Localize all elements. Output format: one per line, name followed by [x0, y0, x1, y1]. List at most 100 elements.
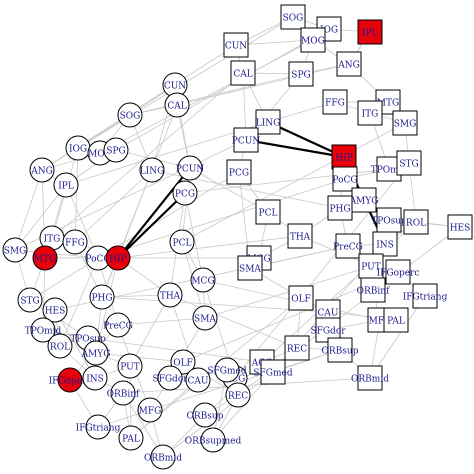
node-label: ORBsup	[322, 347, 359, 357]
node-label: IFGtriang	[403, 293, 448, 303]
node-label: ORBsupmed	[185, 437, 242, 447]
node-label: MOG	[301, 37, 325, 47]
node-shape	[117, 102, 143, 128]
node-sfgmed-circle: SFGmed	[207, 357, 247, 383]
graph-edge	[59, 257, 99, 347]
node-iog-circle: IOG	[65, 135, 91, 161]
node-label: ANG	[337, 61, 360, 71]
node-label: SFGdor	[310, 327, 346, 337]
node-ffg-circle: FFG	[62, 229, 88, 255]
node-orbmid-square: ORBmid	[351, 365, 389, 391]
node-ling-circle: LING	[139, 157, 165, 183]
node-shape	[300, 27, 326, 53]
node-cun-square: CUN	[223, 32, 249, 58]
node-shape	[260, 359, 286, 385]
node-label: INS	[376, 241, 394, 251]
node-label: MTG	[34, 255, 56, 265]
node-shape	[233, 127, 259, 153]
node-label: STG	[399, 160, 418, 170]
node-rol-circle: ROL	[47, 333, 73, 359]
node-precg-circle: PreCG	[103, 312, 133, 338]
node-label: HIP	[335, 154, 352, 164]
node-shape	[57, 367, 83, 393]
node-label: THA	[290, 233, 311, 243]
node-spg-square: SPG	[288, 61, 314, 87]
node-ipl-square: IPL	[357, 19, 383, 45]
node-label: SOG	[120, 112, 141, 122]
node-ifgtriang-square: IFGtriang	[403, 283, 448, 309]
node-label: REC	[287, 345, 307, 355]
node-label: OLF	[291, 295, 311, 305]
node-shape	[372, 231, 398, 257]
node-label: MCG	[191, 277, 214, 287]
node-label: PCUN	[232, 137, 261, 147]
node-shape	[157, 365, 183, 391]
node-hip-square: HIP	[331, 144, 357, 170]
node-label: ORBmid	[144, 454, 182, 464]
graph-edge	[235, 39, 314, 46]
node-label: ORBmid	[351, 375, 389, 385]
node-shape	[226, 159, 252, 185]
node-shape	[385, 259, 411, 285]
node-shape	[47, 333, 73, 359]
node-tpomid-circle: TPOmid	[25, 317, 62, 343]
graph-edge	[74, 169, 153, 243]
node-hes-square: HES	[447, 214, 473, 240]
node-shape	[172, 180, 198, 206]
node-label: REC	[228, 392, 248, 402]
node-ifgoperc-circle: IFGoperc	[49, 367, 91, 393]
graph-edge	[176, 63, 350, 106]
node-shape	[360, 277, 386, 303]
node-ifgoperc-square: IFGoperc	[377, 259, 419, 285]
node-shape	[85, 414, 111, 440]
graph-edge	[129, 73, 302, 116]
node-ang-circle: ANG	[29, 157, 55, 183]
node-shape	[105, 312, 131, 338]
node-label: PCG	[175, 190, 195, 200]
node-shape	[169, 229, 195, 255]
node-label: TPOmid	[25, 327, 62, 337]
node-put-square: PUT	[358, 253, 384, 279]
node-shape	[412, 283, 438, 309]
node-shape	[223, 32, 249, 58]
node-shape	[351, 187, 377, 213]
node-tposup-square: TPOsup	[371, 207, 407, 233]
node-pcun-square: PCUN	[232, 127, 261, 153]
node-shape	[137, 397, 163, 423]
node-label: TPOmid	[371, 166, 408, 176]
node-shape	[157, 282, 183, 308]
node-shape	[200, 427, 226, 453]
node-orbinf-circle: ORBinf	[107, 380, 140, 406]
node-label: IPL	[58, 182, 74, 192]
graph-edge	[234, 162, 410, 379]
node-label: CAU	[318, 309, 339, 319]
node-label: SMG	[4, 247, 27, 257]
graph-edge	[99, 39, 314, 154]
node-hes-circle: HES	[42, 297, 68, 323]
node-pcun-circle: PCUN	[176, 155, 204, 181]
node-shape	[288, 61, 314, 87]
node-label: HIP	[109, 255, 126, 265]
node-label: SFGmed	[207, 367, 246, 377]
node-label: PCL	[259, 209, 278, 219]
node-phg-square: PHG	[327, 195, 353, 221]
node-itg-square: ITG	[357, 100, 383, 126]
node-shape	[403, 209, 429, 235]
node-shape	[185, 367, 211, 393]
node-shape	[110, 380, 136, 406]
node-shape	[118, 425, 144, 451]
node-label: STG	[20, 297, 39, 307]
graph-edge	[95, 352, 184, 363]
node-label: FFG	[65, 239, 85, 249]
node-sma-circle: SMA	[192, 305, 218, 331]
node-label: SMG	[394, 120, 417, 130]
node-ling-square: LING	[255, 109, 281, 135]
node-shape	[322, 89, 348, 115]
node-tha-square: THA	[287, 223, 313, 249]
node-label: AMYG	[81, 350, 111, 360]
node-label: OLF	[173, 359, 193, 369]
node-precg-square: PreCG	[333, 233, 363, 259]
node-phg-circle: PHG	[89, 284, 115, 310]
node-shape	[192, 402, 218, 428]
